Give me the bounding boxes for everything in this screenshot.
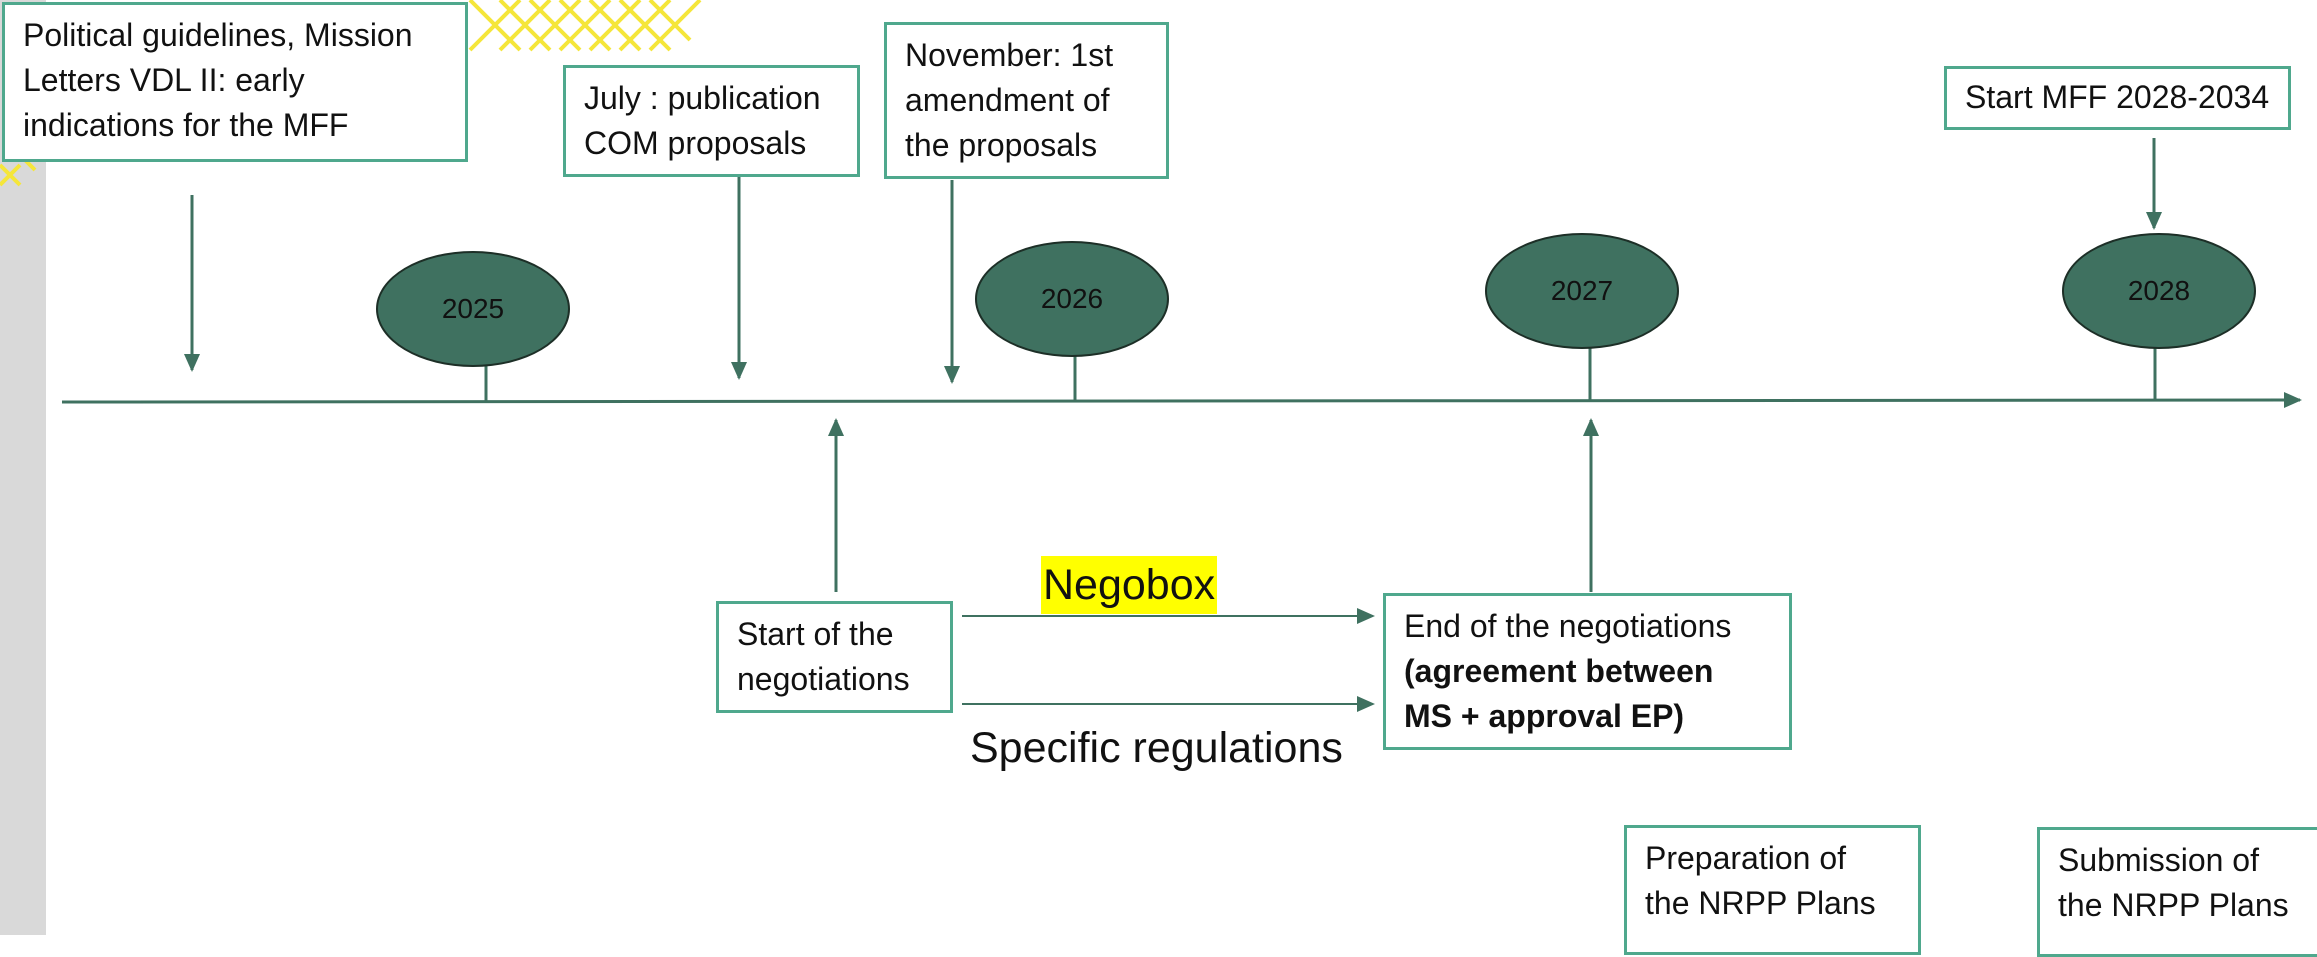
event-line: indications for the MFF (23, 107, 349, 143)
event-box-political-guidelines: Political guidelines, Mission Letters VD… (2, 2, 468, 162)
event-line: Preparation of (1645, 840, 1847, 876)
event-box-november-amendment: November: 1st amendment of the proposals (884, 22, 1169, 179)
event-line: Submission of (2058, 842, 2259, 878)
event-line-bold: (agreement between (1404, 653, 1714, 689)
year-node-2026: 2026 (975, 241, 1169, 357)
event-line: November: 1st (905, 37, 1114, 73)
event-line: the proposals (905, 127, 1098, 163)
event-box-submission-nrpp: Submission of the NRPP Plans (2037, 827, 2317, 957)
event-line: End of the negotiations (1404, 608, 1732, 644)
year-node-2027: 2027 (1485, 233, 1679, 349)
event-line: Political guidelines, Mission (23, 17, 413, 53)
event-line: amendment of (905, 82, 1110, 118)
year-node-2028: 2028 (2062, 233, 2256, 349)
negobox-label: Negobox (1041, 556, 1218, 614)
event-line-bold: MS + approval EP) (1404, 698, 1685, 734)
year-label: 2028 (2127, 275, 2191, 306)
year-node-2025: 2025 (376, 251, 570, 367)
timeline-svg (61, 138, 2302, 712)
start-negotiations-box: Start of the negotiations (716, 601, 953, 713)
year-label: 2025 (441, 293, 505, 324)
event-line: the NRPP Plans (2058, 887, 2289, 923)
timeline-axis (61, 392, 2302, 409)
event-line: Start MFF 2028-2034 (1965, 79, 2270, 115)
event-line: Start of the (737, 616, 894, 652)
event-line: Letters VDL II: early (23, 62, 305, 98)
event-box-preparation-nrpp: Preparation of the NRPP Plans (1624, 825, 1921, 955)
end-negotiations-box: End of the negotiations (agreement betwe… (1383, 593, 1792, 750)
year-label: 2027 (1550, 275, 1614, 306)
event-line: COM proposals (584, 125, 807, 161)
event-line: the NRPP Plans (1645, 885, 1876, 921)
event-line: July : publication (584, 80, 821, 116)
event-box-start-mff: Start MFF 2028-2034 (1944, 66, 2291, 130)
event-box-july-publication: July : publication COM proposals (563, 65, 860, 177)
year-label: 2026 (1040, 283, 1104, 314)
event-line: negotiations (737, 661, 910, 697)
specific-regulations-label: Specific regulations (970, 724, 1343, 772)
